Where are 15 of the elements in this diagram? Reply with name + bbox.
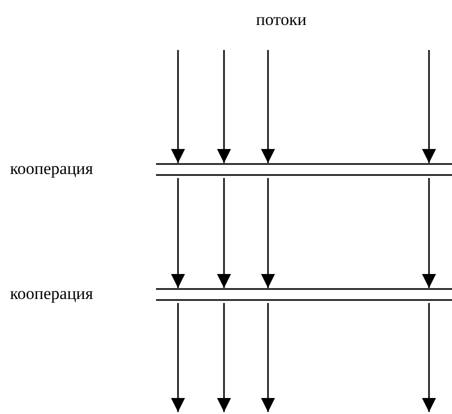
arrow <box>261 303 275 412</box>
arrow <box>422 178 436 288</box>
barrier-label: кооперация <box>10 285 94 303</box>
arrow <box>217 178 231 288</box>
arrow <box>422 303 436 412</box>
arrow <box>171 50 185 163</box>
barrier-label: кооперация <box>10 160 94 178</box>
arrow <box>217 303 231 412</box>
arrow <box>171 178 185 288</box>
arrow <box>261 178 275 288</box>
arrow <box>171 303 185 412</box>
arrow <box>261 50 275 163</box>
heading-label: потоки <box>256 10 306 30</box>
arrow <box>217 50 231 163</box>
arrow <box>422 50 436 163</box>
